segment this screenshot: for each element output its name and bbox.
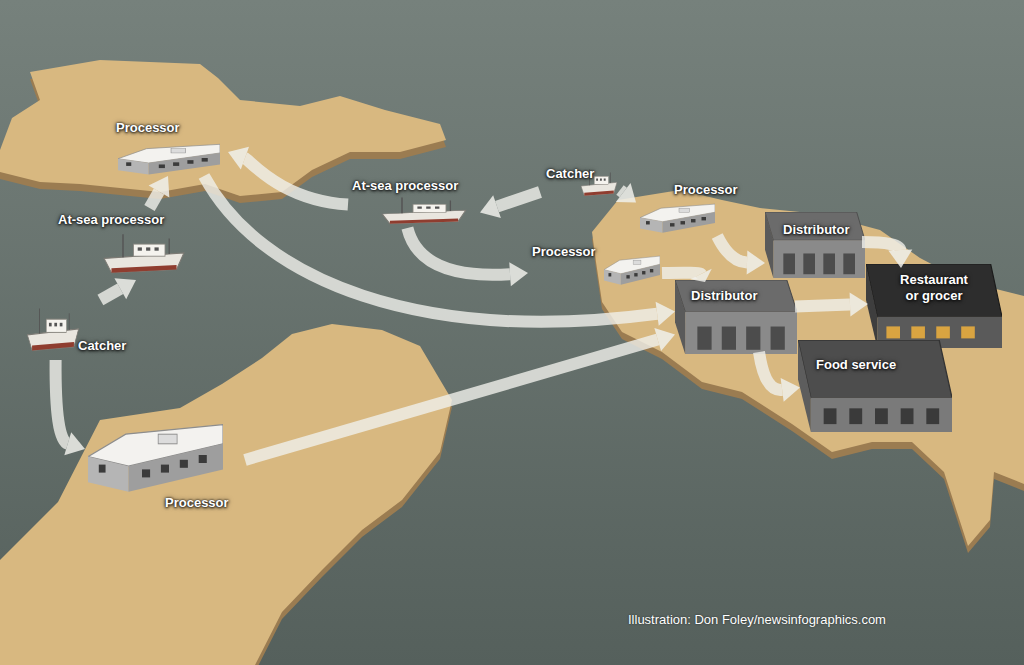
arrow-head xyxy=(781,378,800,402)
arrow-head xyxy=(64,432,85,455)
credit-line: Illustration: Don Foley/newsinfographics… xyxy=(628,612,886,627)
distributor-warehouse: Distributor xyxy=(765,215,862,275)
flow-arrow xyxy=(862,242,912,268)
processor-plant xyxy=(640,204,715,233)
catcher-boat: Catcher xyxy=(22,300,134,360)
at-sea-processor-ship xyxy=(382,198,466,224)
node-label: Distributor xyxy=(691,288,757,304)
flow-arrow xyxy=(204,176,675,326)
arrow-head xyxy=(114,278,136,299)
landmass-north xyxy=(0,60,446,196)
arrow-shaft xyxy=(662,273,701,274)
processor-plant xyxy=(604,256,660,285)
arrow-head xyxy=(509,262,528,286)
arrow-head xyxy=(616,183,636,202)
node-label: Processor xyxy=(165,495,229,511)
flow-arrow xyxy=(245,328,675,460)
arrow-head xyxy=(690,269,711,282)
food-service: Food service xyxy=(800,345,950,430)
restaurant-grocer: Restaurant or grocer xyxy=(868,268,1000,348)
flow-arrow xyxy=(407,228,528,286)
at-sea-processor-ship xyxy=(104,234,184,273)
node-label: Distributor xyxy=(783,222,849,238)
flow-arrow xyxy=(717,236,765,274)
arrow-head xyxy=(656,302,675,326)
flow-arrow xyxy=(56,360,85,455)
flow-arrow xyxy=(795,293,868,317)
at-sea-processor: At-sea processor xyxy=(55,208,190,280)
landmass-south xyxy=(0,324,452,665)
processor-plant xyxy=(88,425,223,492)
distributor-warehouse: Distributor xyxy=(675,282,795,352)
arrow-head xyxy=(747,250,765,274)
node-label: Restaurant or grocer xyxy=(892,272,976,304)
arrow-head xyxy=(850,293,868,317)
land xyxy=(0,60,1024,665)
arrow-head xyxy=(654,328,675,351)
arrow-head xyxy=(888,250,912,268)
processor-plant: Processor xyxy=(85,405,245,515)
arrow-shaft xyxy=(245,340,658,460)
processor-plant: Processor xyxy=(528,238,662,288)
arrow-shaft xyxy=(717,236,747,262)
arrow-shaft xyxy=(862,242,900,250)
catcher-boat: Catcher xyxy=(540,162,620,202)
arrow-shaft xyxy=(497,192,540,207)
land-edge xyxy=(0,67,1024,665)
flow-arrow xyxy=(662,269,712,282)
arrow-head xyxy=(228,147,249,170)
arrow-shaft xyxy=(56,360,68,444)
flow-arrow xyxy=(100,278,136,300)
arrow-shaft xyxy=(795,305,850,307)
processor-plant: Processor xyxy=(636,180,752,236)
arrow-shaft xyxy=(407,228,510,275)
arrow-head xyxy=(149,176,170,198)
restaurant-building xyxy=(866,264,1002,348)
node-label: At-sea processor xyxy=(352,178,458,194)
arrow-head xyxy=(480,195,501,218)
arrow-shaft xyxy=(759,352,782,390)
flow-arrow xyxy=(149,176,170,208)
catcher-boat xyxy=(27,308,78,350)
arrow-shaft xyxy=(100,289,120,300)
processor-plant: Processor xyxy=(108,116,228,176)
node-label: At-sea processor xyxy=(58,212,164,228)
node-label: Processor xyxy=(674,182,738,198)
flow-arrow xyxy=(759,352,800,402)
flow-arrow xyxy=(616,183,636,202)
arrow-shaft xyxy=(620,190,623,192)
flow-arrow xyxy=(480,192,540,218)
node-label: Catcher xyxy=(78,338,126,354)
node-label: Food service xyxy=(816,357,896,373)
processor-plant xyxy=(118,144,220,174)
arrow-shaft xyxy=(245,158,348,204)
arrow-shaft xyxy=(150,192,159,208)
flow-arrow xyxy=(228,147,348,205)
landmass-east xyxy=(592,190,1024,546)
distributor-warehouse xyxy=(765,212,865,278)
at-sea-processor: At-sea processor xyxy=(348,176,480,228)
distributor-warehouse xyxy=(675,280,797,354)
node-label: Catcher xyxy=(546,166,594,182)
node-label: Processor xyxy=(116,120,180,136)
node-label: Processor xyxy=(532,244,596,260)
food-service-building xyxy=(798,340,952,432)
arrow-shaft xyxy=(204,176,657,322)
